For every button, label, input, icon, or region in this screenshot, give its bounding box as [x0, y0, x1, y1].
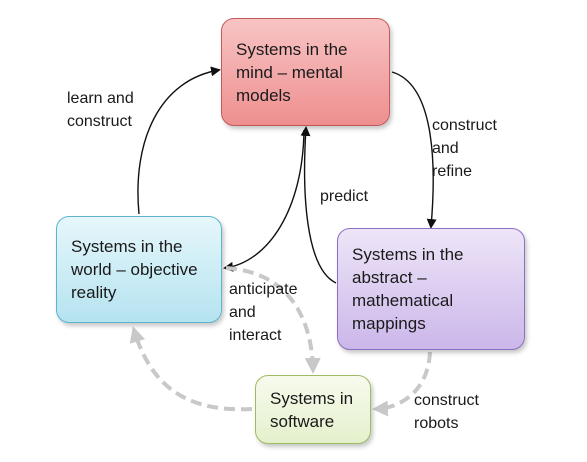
node-world-text: Systems in the world – objective reality — [71, 237, 198, 302]
arrow-mind-to-abstract — [391, 71, 437, 229]
node-systems-in-abstract: Systems in the abstract – mathematical m… — [337, 228, 525, 350]
arrow-world-to-mind — [137, 66, 221, 215]
node-systems-in-mind: Systems in the mind – mental models — [221, 18, 390, 126]
node-mind-text: Systems in the mind – mental models — [236, 39, 348, 105]
edge-label-construct-robots: construct robots — [414, 392, 479, 432]
node-systems-in-software: Systems in software — [255, 375, 371, 444]
edge-label-predict: predict — [320, 188, 369, 205]
edge-label-anticipate-interact: anticipate and interact — [229, 281, 298, 344]
edge-label-construct-refine: construct and refine — [432, 117, 497, 180]
node-software-text: Systems in software — [270, 388, 354, 431]
arrow-mind-to-world — [223, 129, 305, 272]
node-abstract-text: Systems in the abstract – mathematical m… — [352, 245, 464, 333]
arrow-abstract-to-mind — [300, 126, 337, 284]
arrow-world-to-software — [225, 266, 321, 374]
edge-label-learn-construct: learn and construct — [67, 90, 134, 130]
node-systems-in-world: Systems in the world – objective reality — [56, 216, 222, 323]
arrow-software-to-world — [129, 326, 253, 412]
